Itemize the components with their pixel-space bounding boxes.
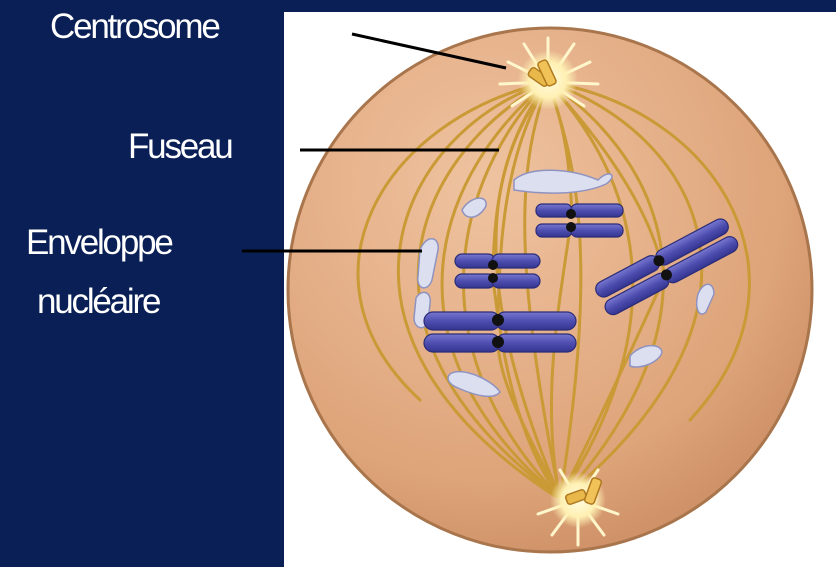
label-fuseau: Fuseau	[128, 128, 232, 166]
label-enveloppe-line1: Enveloppe	[26, 224, 172, 262]
label-centrosome: Centrosome	[50, 8, 219, 46]
label-enveloppe-line2: nucléaire	[37, 283, 159, 321]
